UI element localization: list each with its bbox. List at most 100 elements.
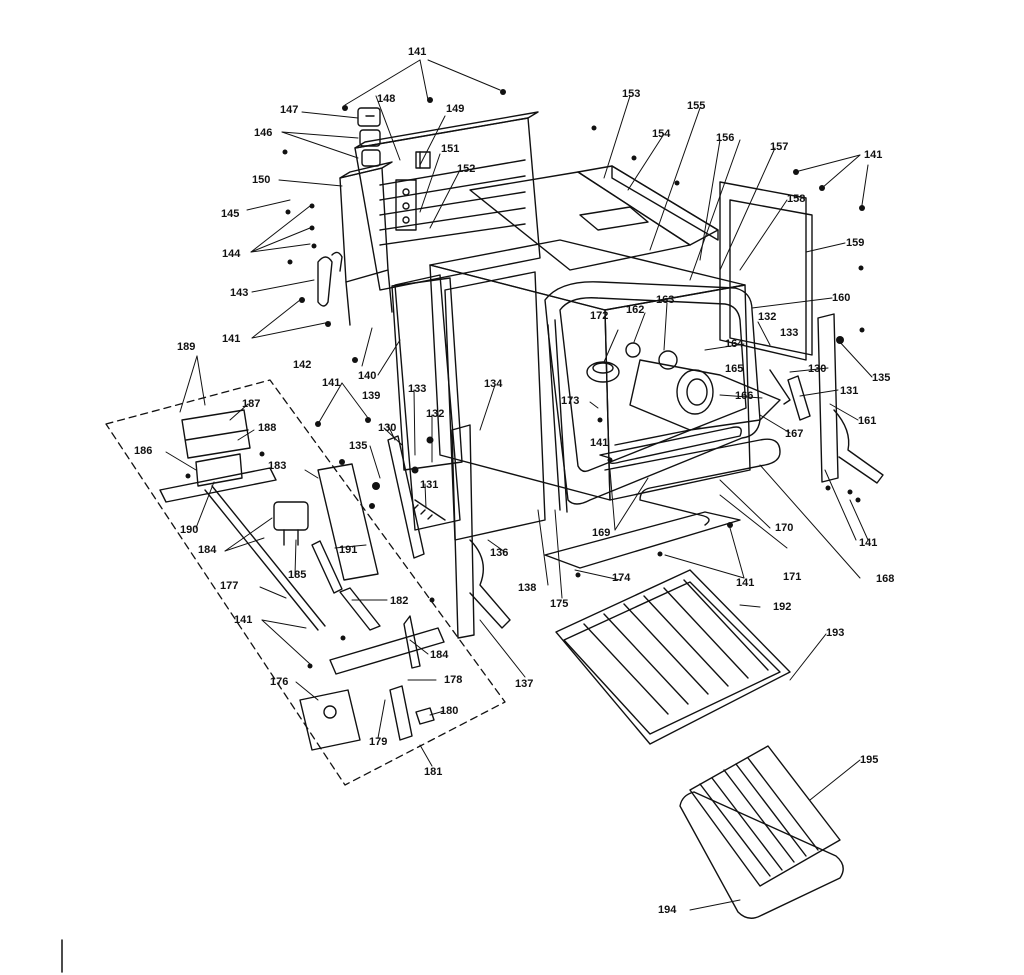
callout-130-right: 130 [808, 363, 827, 375]
part-182 [339, 587, 381, 631]
leader-lines [165, 59, 873, 911]
callout-144: 144 [222, 248, 241, 260]
plate-183 [317, 463, 379, 581]
callout-132-left: 132 [426, 408, 445, 420]
callout-166: 166 [735, 390, 754, 402]
oven-rack-192 [555, 569, 791, 745]
callout-159: 159 [846, 237, 865, 249]
callout-162: 162 [626, 304, 645, 316]
callout-167: 167 [785, 428, 804, 440]
callout-168: 168 [876, 573, 895, 585]
callout-134: 134 [484, 378, 503, 390]
callout-186: 186 [134, 445, 153, 457]
callout-141-mid: 141 [322, 377, 341, 389]
callout-175: 175 [550, 598, 569, 610]
callout-131-left: 131 [420, 479, 439, 491]
callout-178: 178 [444, 674, 463, 686]
link-178 [389, 685, 413, 741]
top-panel-155 [469, 171, 691, 271]
oven-liner [429, 239, 751, 513]
block-187 [181, 409, 251, 459]
callout-189: 189 [177, 341, 196, 353]
callout-141-pan: 141 [736, 577, 755, 589]
outer-wrapper [394, 271, 546, 541]
callout-148: 148 [377, 93, 396, 105]
callout-135-right: 135 [872, 372, 891, 384]
lever-184 [329, 615, 445, 675]
subassembly-boundary [105, 379, 506, 786]
callout-140: 140 [358, 370, 377, 382]
hinge-left-137 [451, 424, 511, 639]
callout-182: 182 [390, 595, 409, 607]
callout-138: 138 [518, 582, 537, 594]
tube-191 [311, 540, 343, 594]
switch-176 [299, 689, 361, 751]
callout-184-lower: 184 [430, 649, 449, 661]
callout-176: 176 [270, 676, 289, 688]
panel-139 [391, 277, 463, 471]
callout-183: 183 [268, 460, 287, 472]
callout-141-right-top: 141 [864, 149, 883, 161]
callout-157: 157 [770, 141, 789, 153]
bracket-186 [159, 453, 277, 503]
callout-131-right: 131 [840, 385, 859, 397]
callout-169: 169 [592, 527, 611, 539]
callout-187: 187 [242, 398, 261, 410]
callout-185: 185 [288, 569, 307, 581]
callout-130-left: 130 [378, 422, 397, 434]
callout-132-right: 132 [758, 311, 777, 323]
burner-assembly [586, 342, 781, 431]
callout-141-burner: 141 [590, 437, 609, 449]
callout-188: 188 [258, 422, 277, 434]
callout-133-right: 133 [780, 327, 799, 339]
callout-135-left: 135 [349, 440, 368, 452]
callout-191: 191 [339, 544, 358, 556]
callout-155: 155 [687, 100, 706, 112]
lower-pan-174 [544, 511, 741, 569]
back-panel [354, 111, 541, 291]
callout-156: 156 [716, 132, 735, 144]
hose-143 [317, 251, 343, 307]
callout-149: 149 [446, 103, 465, 115]
front-frame [544, 281, 761, 505]
callout-136: 136 [490, 547, 509, 559]
hinge-right-161 [817, 313, 884, 484]
callout-192: 192 [773, 601, 792, 613]
rod-177 [204, 485, 326, 631]
callout-139: 139 [362, 390, 381, 402]
callout-146: 146 [254, 127, 273, 139]
callout-164: 164 [725, 338, 744, 350]
door-spring-131 [413, 369, 791, 521]
fasteners [185, 89, 865, 669]
callout-154: 154 [652, 128, 671, 140]
callout-170: 170 [775, 522, 794, 534]
valve-185 [273, 501, 309, 546]
callout-194: 194 [658, 904, 677, 916]
callout-158: 158 [787, 193, 806, 205]
callout-141-lower-right: 141 [859, 537, 878, 549]
callout-190: 190 [180, 524, 199, 536]
callout-163: 163 [656, 294, 675, 306]
callout-172: 172 [590, 310, 609, 322]
control-block [339, 161, 393, 326]
callout-174: 174 [612, 572, 631, 584]
callout-143: 143 [230, 287, 249, 299]
callout-173: 173 [561, 395, 580, 407]
callout-181: 181 [424, 766, 443, 778]
callout-153: 153 [622, 88, 641, 100]
terminal-150 [395, 179, 417, 231]
callout-177: 177 [220, 580, 239, 592]
callout-165: 165 [725, 363, 744, 375]
broil-pan-194 [679, 791, 844, 919]
callout-141-left: 141 [222, 333, 241, 345]
top-shield-154 [577, 165, 719, 246]
callout-141-top: 141 [408, 46, 427, 58]
callout-145: 145 [221, 208, 240, 220]
callout-160: 160 [832, 292, 851, 304]
receptacle-147-146 [357, 107, 381, 167]
callout-147: 147 [280, 104, 299, 116]
callout-152: 152 [457, 163, 476, 175]
side-panel-right-159 [729, 199, 813, 356]
